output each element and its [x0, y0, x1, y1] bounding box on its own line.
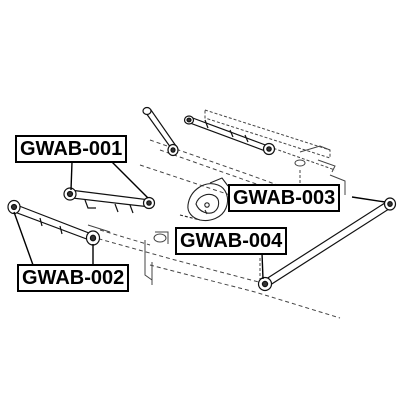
arm-gwab-001 — [63, 187, 156, 214]
arm-gwab-002 — [7, 199, 101, 246]
leader-lines — [13, 161, 386, 280]
part-label-gwab-003: GWAB-003 — [228, 184, 341, 212]
part-label-gwab-002: GWAB-002 — [17, 264, 130, 292]
upper-arm-pair — [142, 106, 276, 157]
part-label-gwab-004: GWAB-004 — [175, 227, 288, 255]
part-label-gwab-001: GWAB-001 — [15, 135, 128, 163]
lateral-rod — [257, 197, 397, 292]
